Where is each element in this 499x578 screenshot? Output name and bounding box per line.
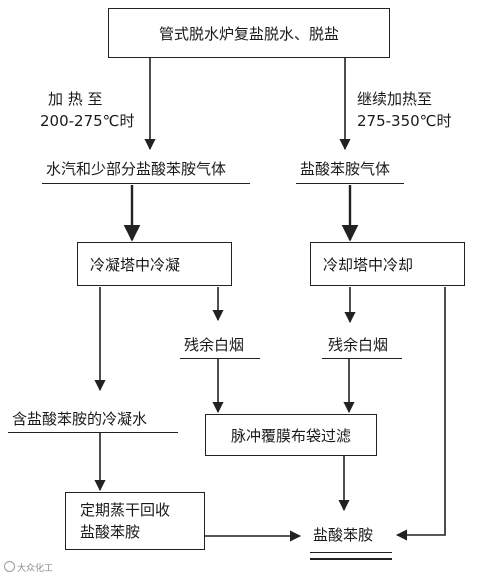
watermark: 大众化工 [4,561,53,574]
condense-tower-box: 冷凝塔中冷凝 [77,242,232,286]
condition-left: 加 热 至 200-275℃时 [40,88,135,132]
cooling-tower-label: 冷却塔中冷却 [323,255,414,274]
final-product-underline-2 [310,558,392,560]
watermark-text: 大众化工 [17,564,54,574]
smoke-right-underline [322,358,402,359]
smoke-right-label: 残余白烟 [328,336,389,354]
watermark-logo-icon [4,561,15,572]
top-process-box: 管式脱水炉复盐脱水、脱盐 [108,8,390,58]
recovery-line1: 定期蒸干回收 [80,501,171,519]
condensate-water-underline [8,432,178,433]
condensate-water-label: 含盐酸苯胺的冷凝水 [12,410,148,428]
condition-right-line1: 继续加热至 [357,90,433,108]
top-process-label: 管式脱水炉复盐脱水、脱盐 [158,24,339,43]
condense-tower-label: 冷凝塔中冷凝 [90,255,181,274]
arrow-cooling-to-product [395,287,446,541]
vapor-gas-label: 水汽和少部分盐酸苯胺气体 [46,160,227,178]
condition-left-line1: 加 热 至 [48,90,103,108]
smoke-left-underline [180,358,260,359]
final-product-label: 盐酸苯胺 [313,526,374,544]
condition-right: 继续加热至 275-350℃时 [357,88,452,132]
final-product-underline-1 [310,552,392,553]
bag-filter-label: 脉冲覆膜布袋过滤 [230,426,351,445]
recovery-box: 定期蒸干回收 盐酸苯胺 [65,492,205,550]
condition-right-line2: 275-350℃时 [357,112,452,130]
vapor-gas-underline [42,183,250,184]
aniline-gas-underline [296,183,404,184]
aniline-gas-label: 盐酸苯胺气体 [300,160,391,178]
smoke-left-label: 残余白烟 [184,336,245,354]
bag-filter-box: 脉冲覆膜布袋过滤 [205,414,377,456]
cooling-tower-box: 冷却塔中冷却 [310,242,465,286]
recovery-line2: 盐酸苯胺 [80,523,141,541]
condition-left-line2: 200-275℃时 [40,112,135,130]
